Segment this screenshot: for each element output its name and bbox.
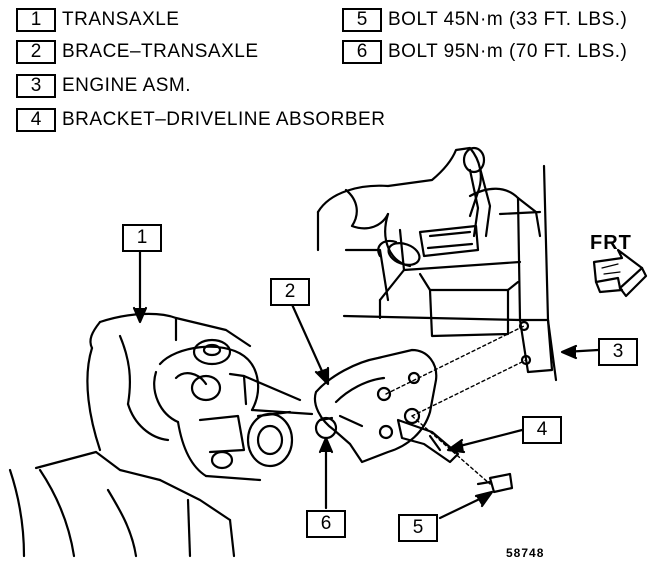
legend-number-box: 3 xyxy=(16,74,56,98)
legend-label: BRACKET–DRIVELINE ABSORBER xyxy=(62,109,386,130)
legend-item-6: 6 BOLT 95N·m (70 FT. LBS.) xyxy=(342,38,627,66)
alignment-lines xyxy=(385,325,527,485)
legend-number-box: 1 xyxy=(16,8,56,32)
legend-number-box: 6 xyxy=(342,40,382,64)
dipstick-tube xyxy=(462,146,492,238)
transaxle-outline xyxy=(8,312,314,558)
legend-item-5: 5 BOLT 45N·m (33 FT. LBS.) xyxy=(342,6,627,34)
engine-asm-outline xyxy=(316,146,558,382)
legend-item-1: 1 TRANSAXLE xyxy=(16,6,179,34)
legend-item-3: 3 ENGINE ASM. xyxy=(16,72,191,100)
legend-label: BRACE–TRANSAXLE xyxy=(62,41,259,62)
front-direction-arrow xyxy=(592,248,648,298)
leader-lines xyxy=(132,246,600,520)
legend-item-2: 2 BRACE–TRANSAXLE xyxy=(16,38,259,66)
callout-5: 5 xyxy=(398,514,438,542)
callout-2: 2 xyxy=(270,278,310,306)
callout-1: 1 xyxy=(122,224,162,252)
callout-4: 4 xyxy=(522,416,562,444)
legend-label: ENGINE ASM. xyxy=(62,75,192,96)
front-direction-label: FRT xyxy=(590,232,632,254)
legend-label: BOLT 95N·m (70 FT. LBS.) xyxy=(388,41,628,62)
bolt-45nm xyxy=(476,472,514,494)
callout-6: 6 xyxy=(306,510,346,538)
legend-label: BOLT 45N·m (33 FT. LBS.) xyxy=(388,9,628,30)
transaxle-brace xyxy=(313,348,438,464)
driveline-absorber-bracket xyxy=(396,418,460,464)
legend-number-box: 5 xyxy=(342,8,382,32)
legend-number-box: 2 xyxy=(16,40,56,64)
legend-number-box: 4 xyxy=(16,108,56,132)
legend-item-4: 4 BRACKET–DRIVELINE ABSORBER xyxy=(16,106,385,134)
figure-id: 58748 xyxy=(506,546,545,560)
callout-3: 3 xyxy=(598,338,638,366)
legend-label: TRANSAXLE xyxy=(62,9,180,30)
